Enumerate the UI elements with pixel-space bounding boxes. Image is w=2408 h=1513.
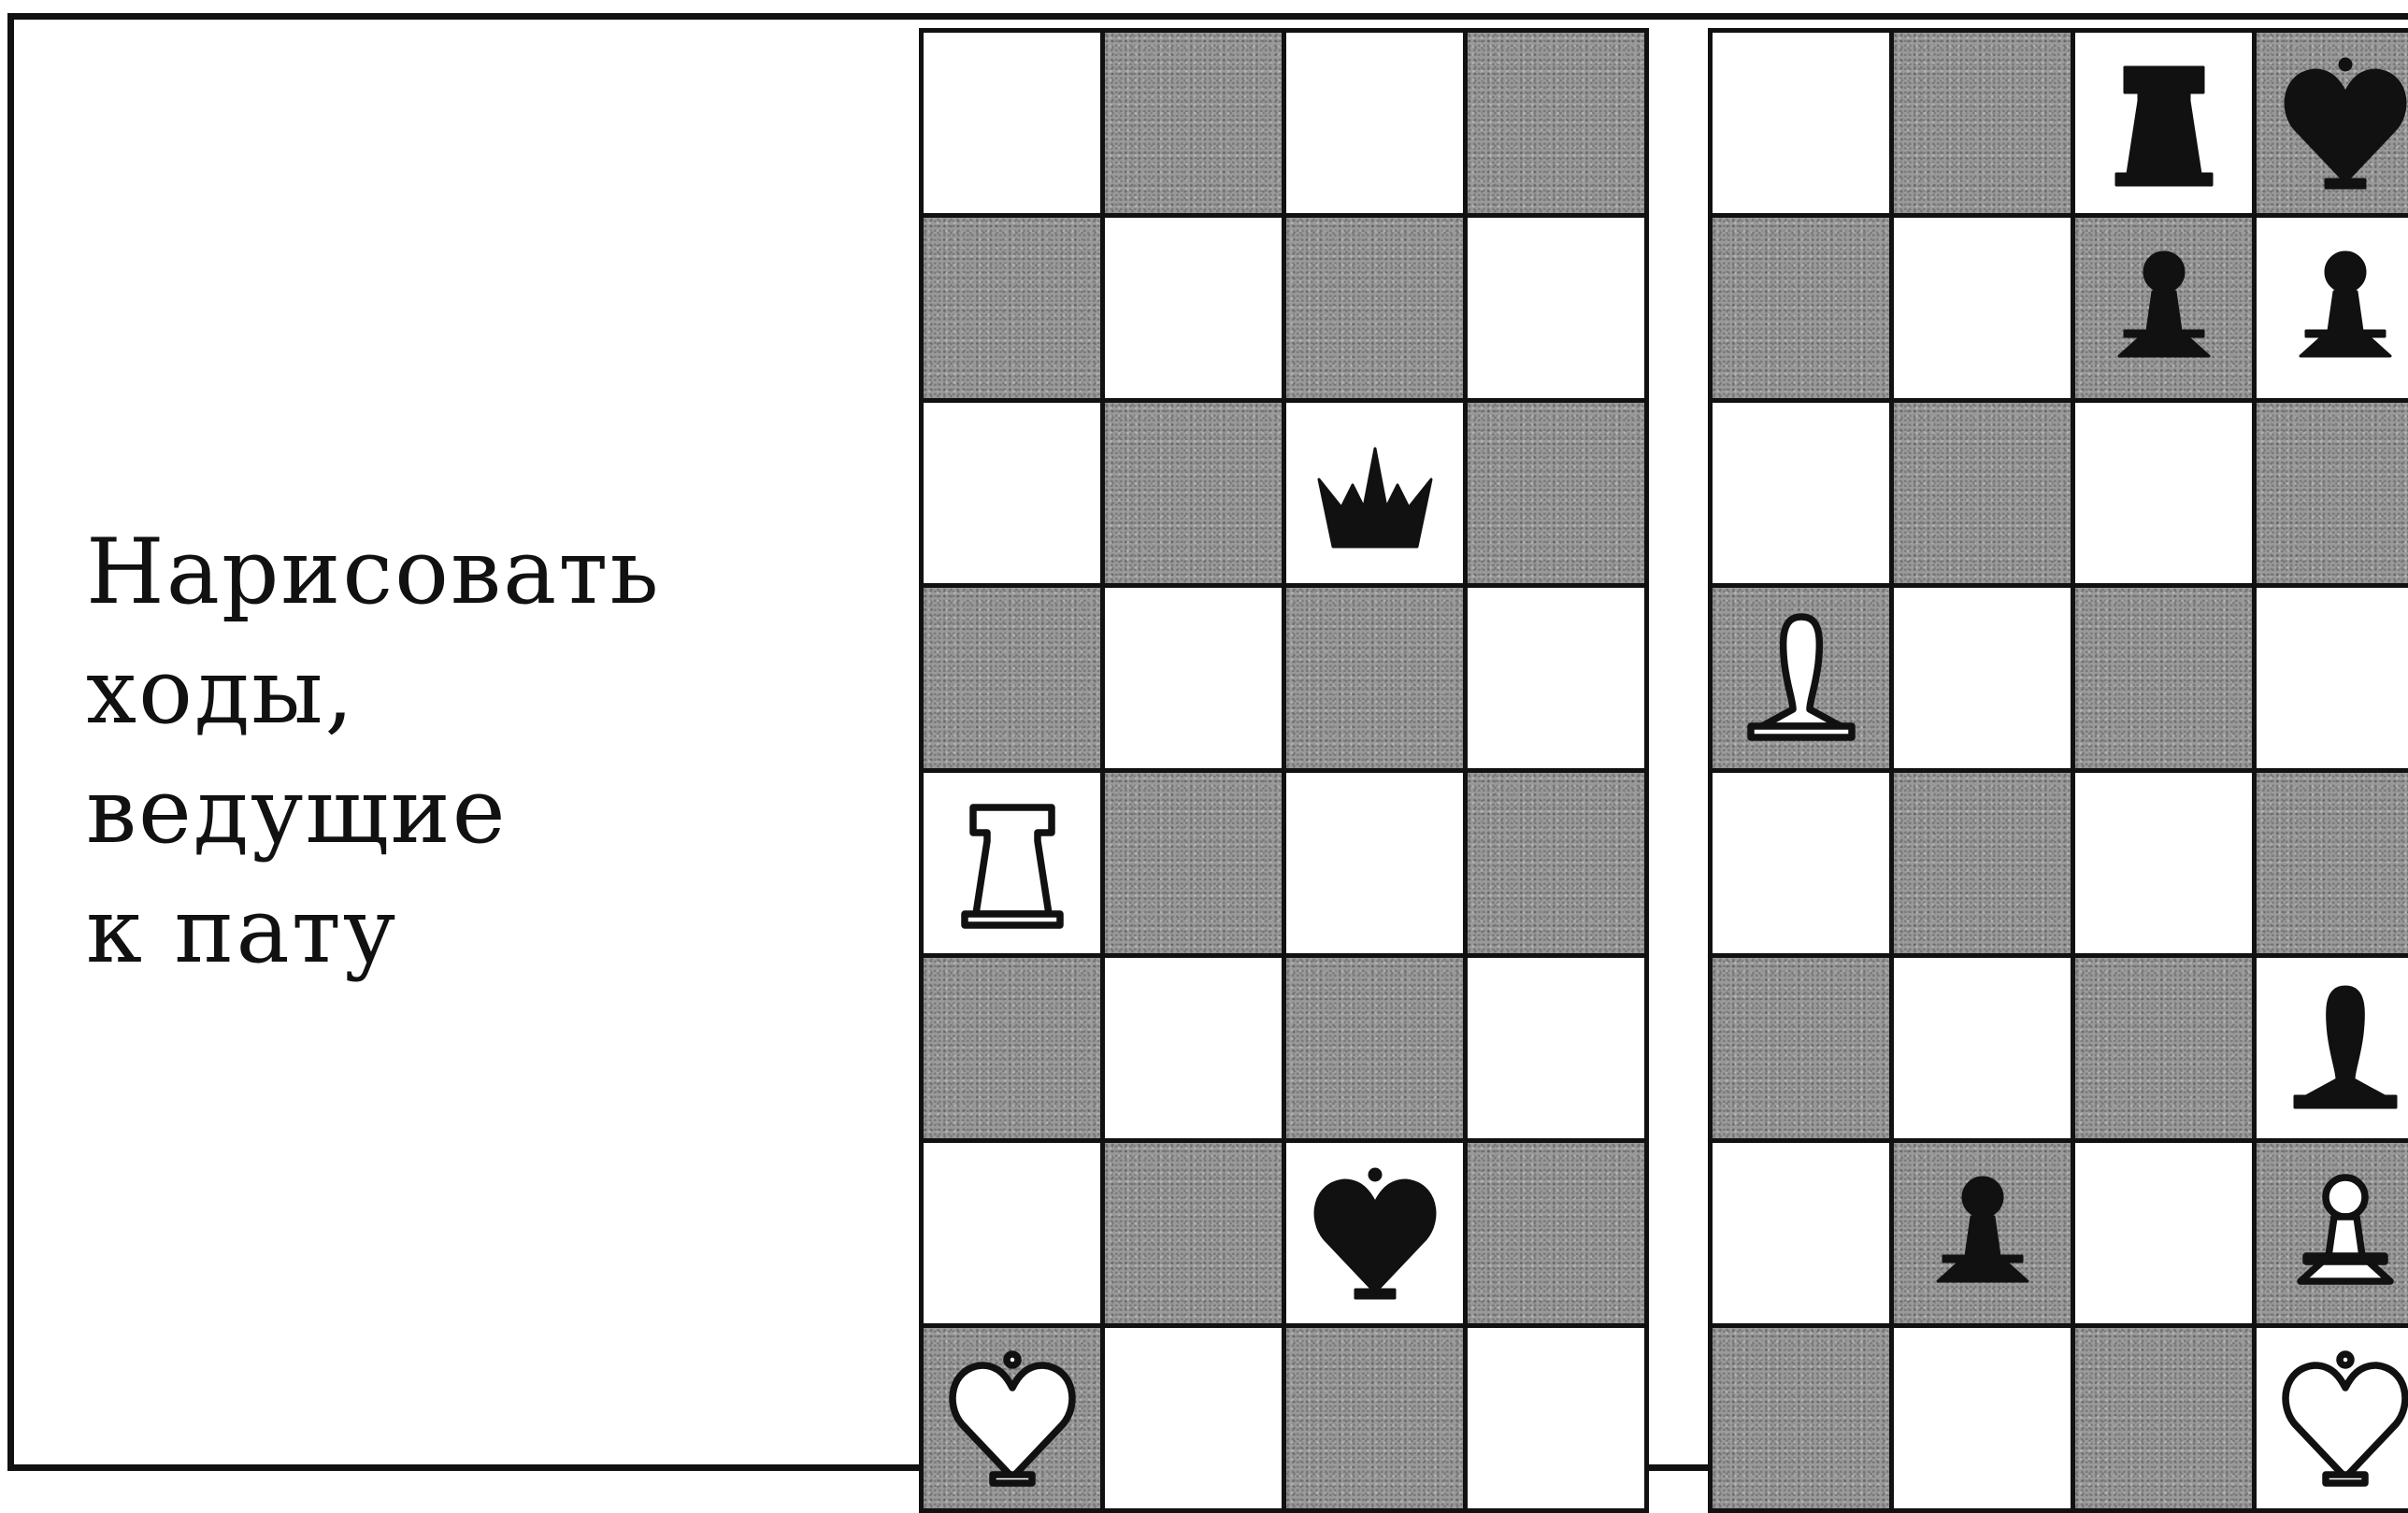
board-square — [1468, 218, 1644, 398]
board-square — [924, 403, 1100, 583]
board-square — [1468, 33, 1644, 213]
black-pawn-icon — [2094, 238, 2234, 378]
white-heart-icon — [2275, 1349, 2408, 1489]
board-square — [1286, 1143, 1463, 1323]
board-square — [1105, 1143, 1282, 1323]
board-square — [924, 773, 1100, 953]
task-line-4: к пату — [86, 871, 661, 991]
board-square — [1105, 588, 1282, 768]
board-square — [1468, 773, 1644, 953]
board-square — [1468, 1328, 1644, 1508]
board-square — [1894, 218, 2071, 398]
board-square — [1894, 1328, 2071, 1508]
board-square — [1105, 33, 1282, 213]
board-square — [2075, 33, 2252, 213]
board-square — [1894, 1143, 2071, 1323]
board-square — [1286, 403, 1463, 583]
board-square — [1105, 403, 1282, 583]
board-square — [1894, 958, 2071, 1138]
task-line-2: ходы, — [86, 632, 661, 751]
board-square — [1713, 33, 1889, 213]
board-square — [1468, 588, 1644, 768]
board-square — [1713, 958, 1889, 1138]
board-square — [1713, 1143, 1889, 1323]
black-crown-icon — [1305, 423, 1445, 564]
task-instruction: Нарисовать ходы, ведущие к пату — [86, 512, 661, 991]
white-bishop-icon — [1731, 608, 1871, 749]
board-square — [1286, 218, 1463, 398]
board-square — [2075, 218, 2252, 398]
board-square — [2257, 773, 2408, 953]
board-square — [1713, 773, 1889, 953]
board-square — [924, 1143, 1100, 1323]
board-square — [1286, 773, 1463, 953]
board-square — [2075, 403, 2252, 583]
board-square — [2075, 1143, 2252, 1323]
board-square — [2075, 1328, 2252, 1508]
board-square — [1894, 33, 2071, 213]
board-square — [2075, 958, 2252, 1138]
board-square — [1286, 33, 1463, 213]
chess-board-left — [919, 28, 1649, 1513]
board-square — [924, 1328, 1100, 1508]
board-square — [1105, 1328, 1282, 1508]
board-square — [2257, 218, 2408, 398]
black-rook-icon — [2094, 53, 2234, 193]
white-rook-icon — [942, 793, 1082, 934]
board-square — [924, 588, 1100, 768]
board-square — [1468, 1143, 1644, 1323]
board-square — [924, 33, 1100, 213]
board-square — [1894, 588, 2071, 768]
board-square — [1105, 773, 1282, 953]
board-square — [2257, 1143, 2408, 1323]
white-heart-icon — [942, 1349, 1082, 1489]
board-square — [1105, 218, 1282, 398]
board-square — [1468, 403, 1644, 583]
black-heart-icon — [1305, 1163, 1445, 1304]
black-bishop-icon — [2275, 978, 2408, 1119]
board-square — [2075, 588, 2252, 768]
black-heart-icon — [2275, 53, 2408, 193]
board-square — [1713, 1328, 1889, 1508]
black-pawn-icon — [2275, 238, 2408, 378]
board-square — [1894, 773, 2071, 953]
board-square — [1105, 958, 1282, 1138]
board-square — [2075, 773, 2252, 953]
board-square — [1286, 1328, 1463, 1508]
board-square — [1713, 403, 1889, 583]
board-square — [2257, 403, 2408, 583]
board-square — [1713, 588, 1889, 768]
white-pawn-icon — [2275, 1163, 2408, 1304]
chess-board-right — [1708, 28, 2408, 1513]
board-square — [1468, 958, 1644, 1138]
black-pawn-icon — [1913, 1163, 2053, 1304]
board-square — [2257, 33, 2408, 213]
board-square — [1713, 218, 1889, 398]
task-line-3: ведущие — [86, 751, 661, 871]
board-square — [924, 958, 1100, 1138]
board-square — [924, 218, 1100, 398]
board-square — [2257, 1328, 2408, 1508]
board-square — [2257, 588, 2408, 768]
board-square — [1286, 958, 1463, 1138]
task-line-1: Нарисовать — [86, 512, 661, 632]
board-square — [1894, 403, 2071, 583]
board-square — [2257, 958, 2408, 1138]
board-square — [1286, 588, 1463, 768]
